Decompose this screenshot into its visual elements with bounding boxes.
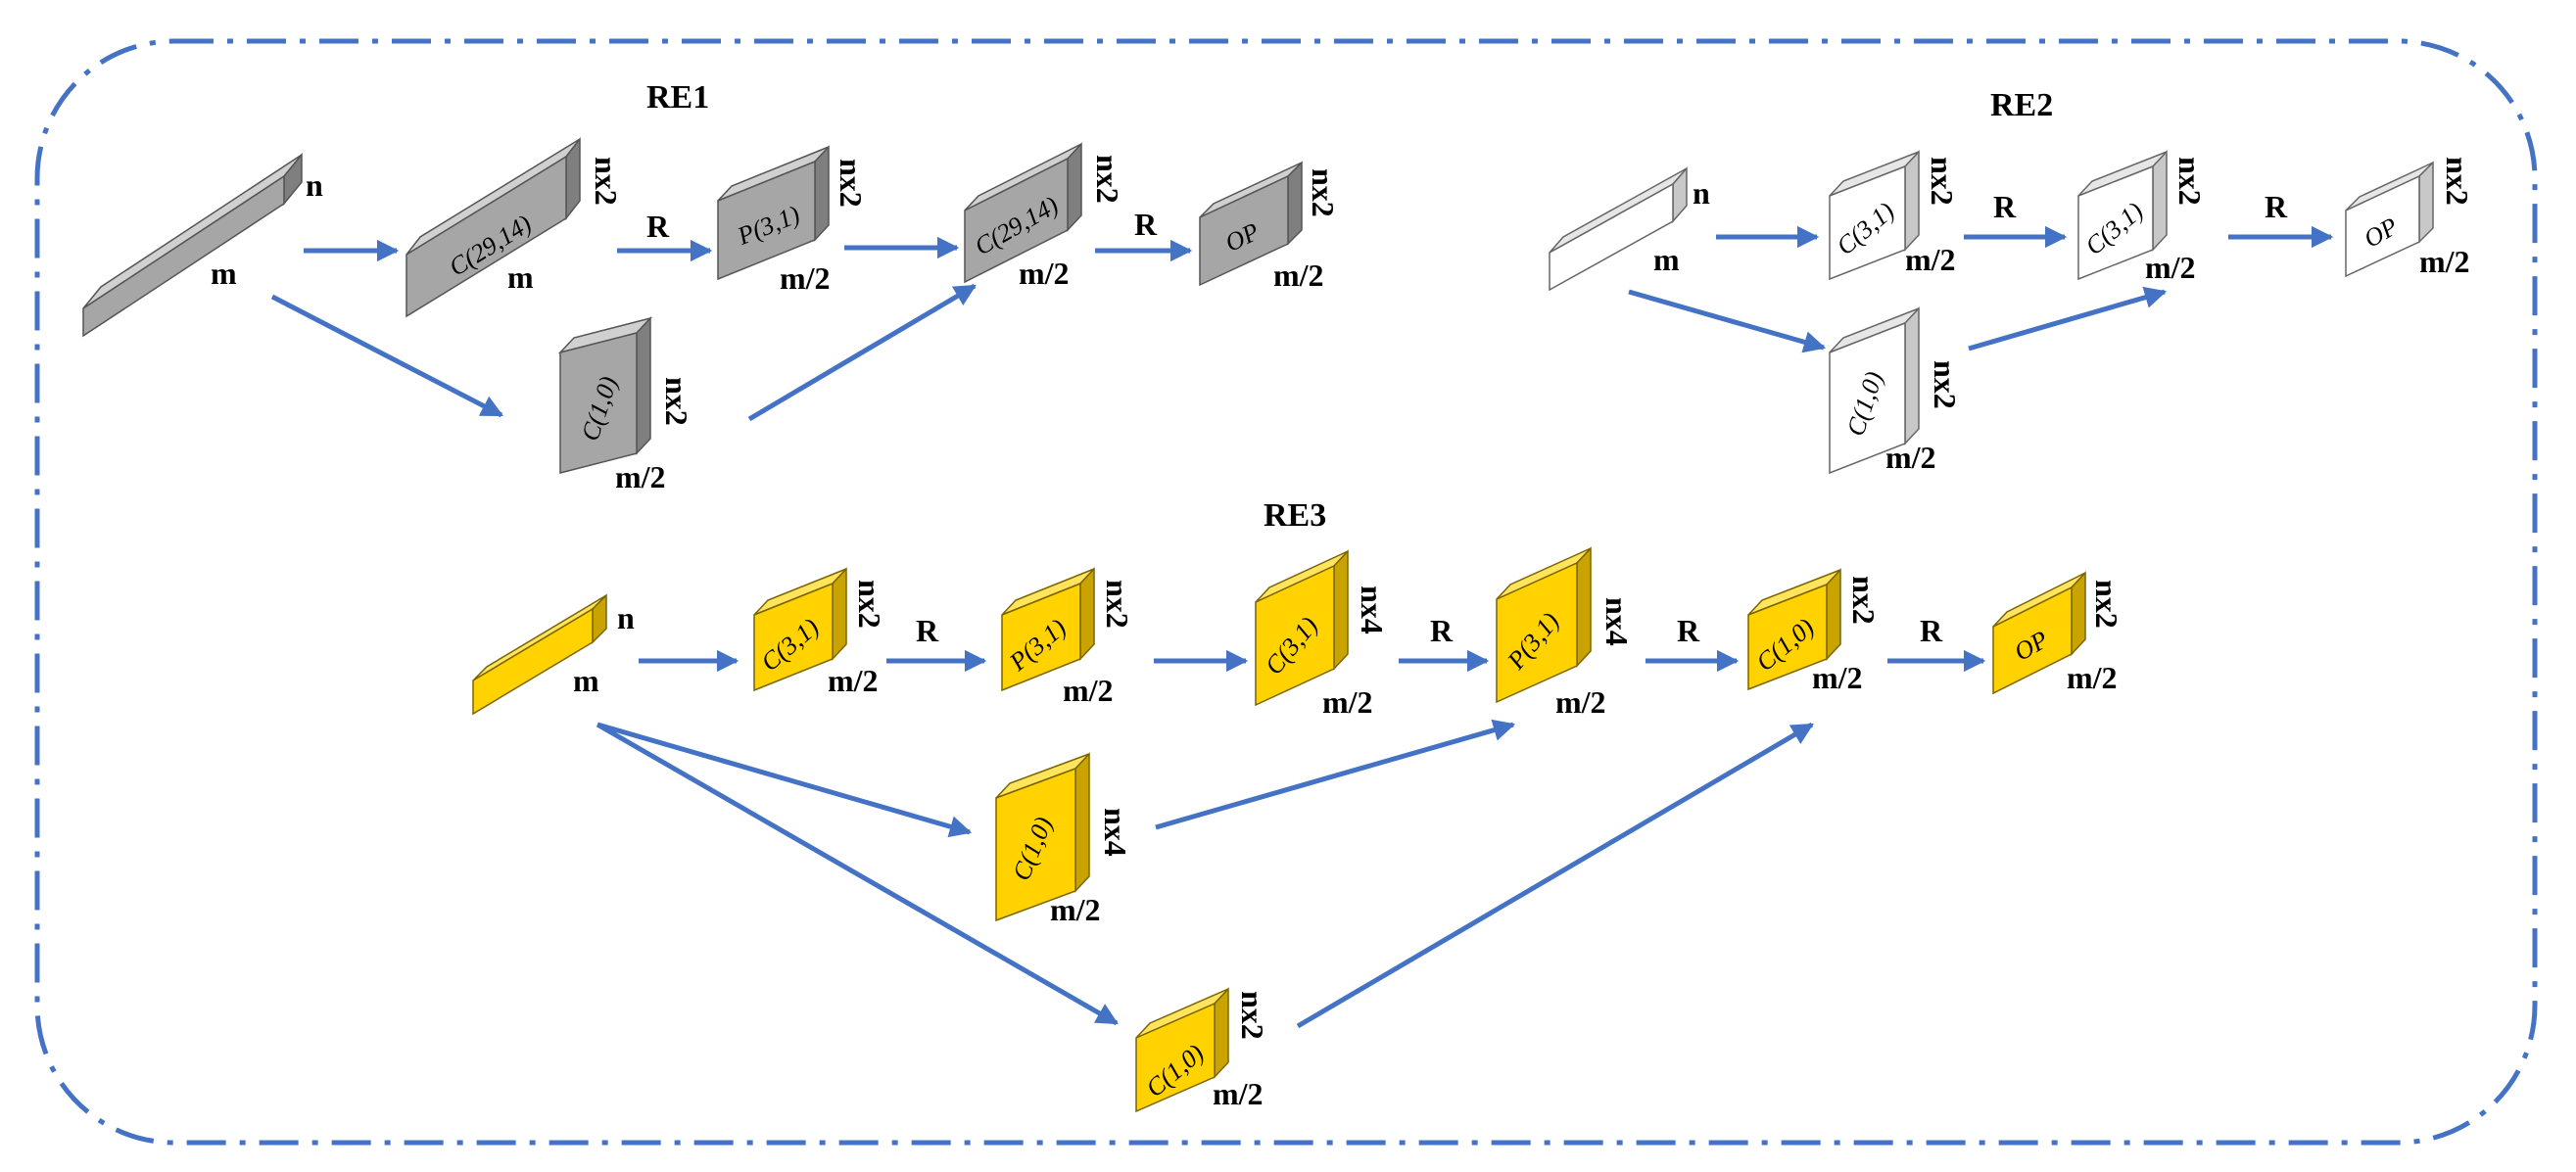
re1-c10-block: C(1,0) nx2 m/2 bbox=[557, 316, 694, 494]
re3-relu-3: R bbox=[1677, 613, 1700, 648]
re3-arrow-input-c10b bbox=[596, 722, 973, 838]
re1-p31-block: P(3,1) nx2 m/2 bbox=[717, 145, 869, 296]
re2-c31-a-dim: nx2 bbox=[1925, 157, 1960, 206]
re2-relu-2: R bbox=[2265, 189, 2288, 224]
re3-input-block: n m bbox=[472, 593, 635, 716]
re3-c10-c-m: m/2 bbox=[1213, 1076, 1264, 1111]
re1-input-n: n bbox=[306, 167, 323, 203]
re1-op-m: m/2 bbox=[1273, 258, 1324, 293]
re3-op-dim: nx2 bbox=[2089, 580, 2124, 629]
re3-c31-a-dim: nx2 bbox=[852, 580, 887, 629]
re3-c31-a-m: m/2 bbox=[828, 663, 879, 698]
re3-c10-b-block: C(1,0) nx4 m/2 bbox=[995, 752, 1133, 927]
re1-c2914-a-m: m bbox=[507, 259, 534, 295]
re2-c10-block: C(1,0) nx2 m/2 bbox=[1829, 306, 1963, 475]
re1-relu-1: R bbox=[646, 209, 670, 244]
re2-c10-dim: nx2 bbox=[1928, 360, 1963, 409]
re2-input-m: m bbox=[1653, 242, 1680, 277]
re2-c10-m: m/2 bbox=[1885, 440, 1936, 475]
re2-c31-a-block: C(3,1) nx2 m/2 bbox=[1829, 150, 1960, 281]
re1-op-block: OP nx2 m/2 bbox=[1199, 161, 1341, 293]
re1-op-dim: nx2 bbox=[1306, 168, 1341, 217]
re1-p31-dim: nx2 bbox=[834, 159, 869, 208]
re2-input-n: n bbox=[1693, 175, 1710, 211]
re1-c10-m: m/2 bbox=[615, 459, 666, 494]
re2-c31-b-block: C(3,1) nx2 m/2 bbox=[2077, 150, 2208, 285]
re3-arrow-c10b-p31b bbox=[1155, 719, 1516, 830]
re3-op-m: m/2 bbox=[2067, 660, 2118, 695]
re3-op-block: OP nx2 m/2 bbox=[1992, 571, 2124, 695]
re3-p31-dim: nx2 bbox=[1100, 580, 1135, 629]
re3-group: n m C(3,1) nx2 m/2 P(3,1) nx2 m/2 C(3,1) bbox=[472, 546, 2124, 1113]
re2-op-block: OP nx2 m/2 bbox=[2345, 157, 2475, 279]
section-title-re3: RE3 bbox=[1264, 497, 1326, 534]
re3-input-m: m bbox=[573, 663, 599, 698]
re3-arrow-input-c10c bbox=[596, 722, 1119, 1026]
re3-c10-a-block: C(1,0) nx2 m/2 bbox=[1747, 568, 1882, 695]
re3-c10-a-dim: nx2 bbox=[1846, 576, 1882, 625]
re1-c2914-b-m: m/2 bbox=[1019, 256, 1070, 291]
re2-c31-b-m: m/2 bbox=[2145, 250, 2196, 285]
re1-c2914-b-block: C(29,14) nx2 m/2 bbox=[964, 142, 1125, 291]
re2-group: n m C(3,1) nx2 m/2 C(3,1) nx2 m/2 OP bbox=[1549, 150, 2475, 475]
re2-arrow-c10-c31 bbox=[1968, 286, 2168, 352]
re1-arrow-c10-c2914 bbox=[747, 283, 977, 422]
re1-c10-dim: nx2 bbox=[659, 377, 694, 426]
re1-group: n m C(29,14) nx2 m P(3,1) nx2 m/2 C(1,0) bbox=[82, 136, 1341, 494]
re3-c10-c-dim: nx2 bbox=[1235, 991, 1270, 1040]
re2-arrow-input-c10 bbox=[1628, 289, 1827, 353]
re3-c31-a-block: C(3,1) nx2 m/2 bbox=[753, 567, 887, 698]
re3-p31-block: P(3,1) nx2 m/2 bbox=[1001, 567, 1135, 708]
re3-c31-b-block: C(3,1) nx4 m/2 bbox=[1255, 549, 1390, 720]
re3-c31-b-m: m/2 bbox=[1322, 684, 1373, 720]
re3-p31-m: m/2 bbox=[1063, 673, 1114, 708]
re2-op-dim: nx2 bbox=[2440, 157, 2475, 206]
re3-c10-b-m: m/2 bbox=[1050, 892, 1101, 927]
outer-border bbox=[34, 38, 2538, 1146]
re2-relu-1: R bbox=[1993, 189, 2017, 224]
re3-p31-b-block: P(3,1) nx4 m/2 bbox=[1496, 546, 1635, 720]
re2-op-m: m/2 bbox=[2419, 244, 2470, 279]
re1-c2914-a-block: C(29,14) nx2 m bbox=[405, 136, 624, 318]
re1-arrow-input-c10 bbox=[270, 294, 503, 418]
re3-p31-b-m: m/2 bbox=[1555, 684, 1606, 720]
re3-input-n: n bbox=[617, 600, 635, 635]
re2-c31-b-dim: nx2 bbox=[2172, 157, 2208, 206]
re3-relu-1: R bbox=[916, 613, 939, 648]
re3-c10-c-block: C(1,0) nx2 m/2 bbox=[1135, 987, 1270, 1113]
section-title-re1: RE1 bbox=[646, 79, 709, 116]
re3-p31-b-dim: nx4 bbox=[1599, 597, 1635, 646]
re1-p31-m: m/2 bbox=[780, 260, 831, 296]
re1-c2914-b-dim: nx2 bbox=[1090, 155, 1125, 204]
re1-input-block: n m bbox=[82, 152, 323, 338]
re3-relu-4: R bbox=[1920, 613, 1943, 648]
re1-c2914-a-dim: nx2 bbox=[589, 157, 624, 206]
re3-c31-b-dim: nx4 bbox=[1355, 586, 1390, 634]
re3-c10-b-dim: nx4 bbox=[1098, 808, 1133, 857]
section-title-re2: RE2 bbox=[1990, 87, 2053, 123]
re3-c10-a-m: m/2 bbox=[1812, 660, 1863, 695]
re3-arrow-c10c-c10a bbox=[1296, 722, 1814, 1029]
re1-relu-2: R bbox=[1134, 207, 1158, 242]
re1-input-m: m bbox=[211, 256, 237, 291]
re3-relu-2: R bbox=[1430, 613, 1454, 648]
re2-c31-a-m: m/2 bbox=[1905, 242, 1956, 277]
re2-input-block: n m bbox=[1549, 166, 1710, 292]
